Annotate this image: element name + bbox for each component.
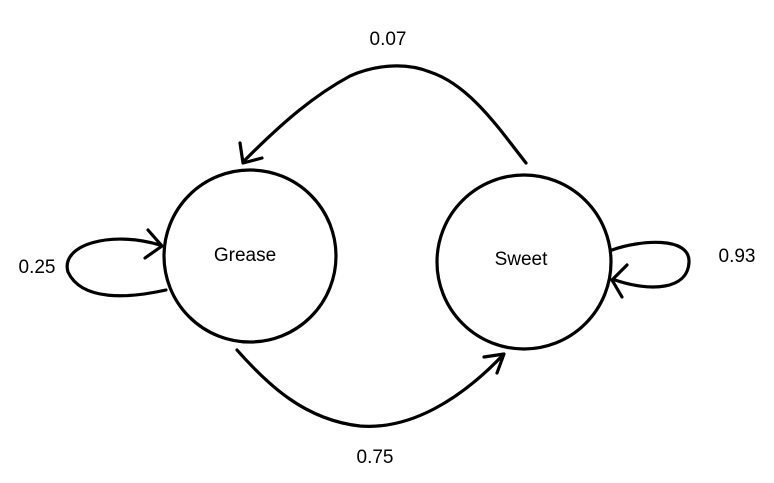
node-grease-label: Grease [214,245,276,266]
edge-grease-self-loop-curve [65,237,168,298]
node-grease-circle [162,168,338,344]
edge-grease-self-loop-arrowhead [143,228,164,260]
edge-grease-to-sweet-arc [235,348,505,428]
edge-sweet-to-grease [238,64,528,165]
node-sweet: Sweet [435,173,613,351]
edge-grease-self-loop [65,228,168,298]
edge-label-sweet-to-grease: 0.07 [370,29,407,50]
node-grease: Grease [162,168,338,344]
edge-sweet-self-loop [610,240,691,299]
node-sweet-label: Sweet [495,249,549,270]
node-sweet-circle [435,173,613,351]
edge-grease-to-sweet [235,348,506,428]
edge-sweet-self-loop-arrowhead [610,263,629,299]
edge-sweet-to-grease-arrowhead [238,141,264,165]
edge-label-grease-to-sweet: 0.75 [357,447,394,468]
edge-label-sweet-self-loop: 0.93 [719,246,756,267]
edge-sweet-to-grease-arc [243,64,528,165]
edge-sweet-self-loop-curve [610,240,691,289]
edge-label-grease-self-loop: 0.25 [19,257,56,278]
edge-grease-to-sweet-arrowhead [482,352,506,375]
